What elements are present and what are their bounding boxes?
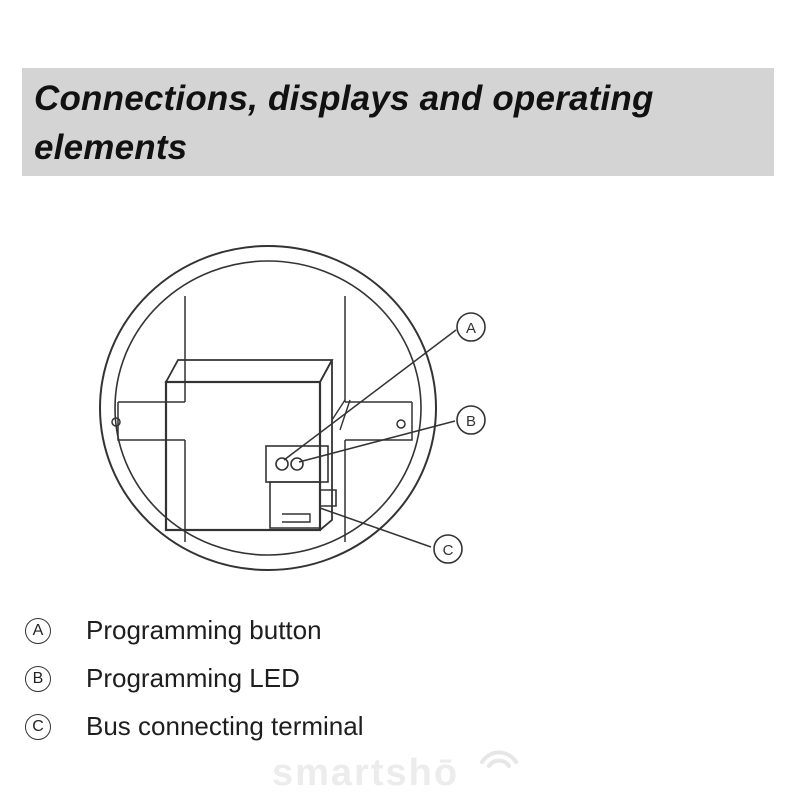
inner-ring	[114, 260, 422, 556]
callout-letter-c: C	[443, 542, 454, 559]
module-top	[164, 359, 334, 383]
legend-item-c: C Bus connecting terminal	[22, 711, 522, 754]
legend-marker-b: B	[25, 666, 51, 692]
bus-terminal	[269, 481, 337, 529]
side-wire	[331, 399, 351, 431]
callout-letter-b: B	[466, 413, 476, 430]
legend-item-b: B Programming LED	[22, 663, 522, 706]
bracket-screw-left	[111, 417, 121, 427]
leader-line-b	[298, 420, 456, 463]
callout-letter-a: A	[466, 320, 476, 337]
watermark-logo: smartshō	[272, 752, 460, 794]
legend-label-a: Programming button	[86, 615, 322, 645]
bracket-screw-right	[396, 419, 406, 429]
leader-line-c	[319, 507, 432, 548]
terminal-clip	[282, 513, 311, 523]
mounting-bracket	[117, 296, 413, 542]
programming-button	[275, 457, 289, 471]
section-title: Connections, displays and operating elem…	[34, 79, 654, 167]
callout-circle-b	[456, 405, 486, 435]
outer-ring	[99, 245, 437, 571]
callout-circle-a	[456, 312, 486, 342]
legend-label-c: Bus connecting terminal	[86, 711, 364, 741]
legend-item-a: A Programming button	[22, 615, 522, 658]
legend-marker-a: A	[25, 618, 51, 644]
callout-circle-c	[433, 534, 463, 564]
programming-led	[290, 457, 304, 471]
module-front	[164, 380, 322, 532]
section-title-bar: Connections, displays and operating elem…	[22, 68, 774, 176]
leader-line-a	[283, 329, 457, 461]
legend-marker-c: C	[25, 714, 51, 740]
legend-label-b: Programming LED	[86, 663, 300, 693]
module-side	[319, 359, 333, 531]
wifi-signal-icon	[480, 750, 518, 768]
